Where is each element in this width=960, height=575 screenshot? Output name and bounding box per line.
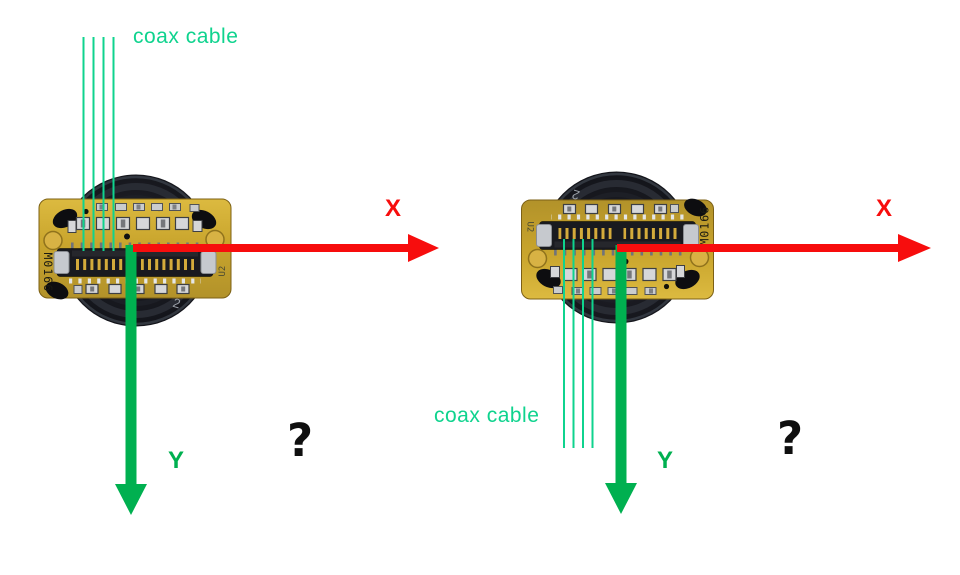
coax-cable-label-left: coax cable [133, 25, 239, 48]
question-mark-right: ? [777, 412, 804, 465]
y-axis-label-right: Y [657, 447, 674, 474]
x-axis-label-left: X [385, 195, 402, 222]
coax-cable-label-right: coax cable [434, 404, 540, 427]
y-axis-arrow-right [605, 245, 637, 514]
x-axis-label-right: X [876, 195, 893, 222]
coax-cable-lines-right [563, 239, 594, 448]
coax-cable-lines-left [82, 37, 115, 251]
x-axis-arrow-left [133, 234, 439, 262]
question-mark-left: ? [287, 414, 314, 467]
y-axis-arrow-left [115, 245, 147, 515]
x-axis-arrow-right [617, 234, 931, 262]
y-axis-label-left: Y [168, 447, 185, 474]
